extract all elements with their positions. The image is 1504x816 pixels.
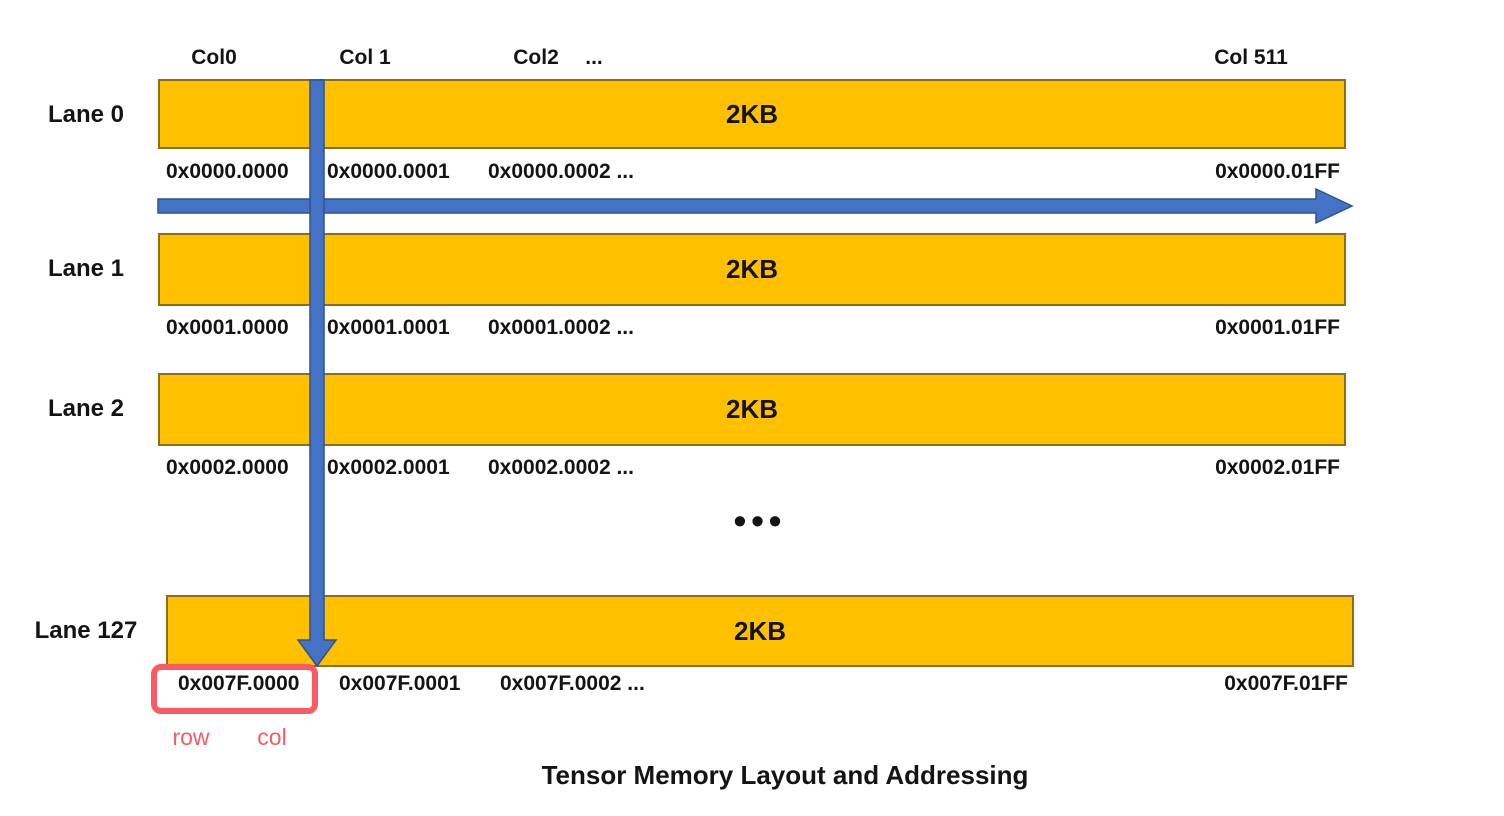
diagram-title: Tensor Memory Layout and Addressing bbox=[541, 760, 1029, 790]
lane-127-addr-1: 0x007F.0001 bbox=[339, 672, 461, 695]
lane-0-size-label: 2KB bbox=[725, 98, 778, 129]
lane-127-addr-0: 0x007F.0000 bbox=[178, 672, 300, 695]
lane-2-bar: 2KB bbox=[158, 373, 1346, 446]
lane-127-addr-2: 0x007F.0002 ... bbox=[500, 672, 645, 695]
col-header-0: Col0 bbox=[191, 46, 237, 69]
lane-1-addr-1: 0x0001.0001 bbox=[327, 316, 450, 339]
col-header-dots: ... bbox=[585, 46, 603, 69]
lane-127-size-label: 2KB bbox=[733, 615, 786, 646]
lane-1-addr-last: 0x0001.01FF bbox=[1215, 316, 1340, 339]
lane-2-addr-2: 0x0002.0002 ... bbox=[488, 456, 634, 479]
lane-0-addr-2: 0x0000.0002 ... bbox=[488, 160, 634, 183]
lane-1-addr-0: 0x0001.0000 bbox=[166, 316, 289, 339]
col-header-511: Col 511 bbox=[1214, 46, 1288, 69]
lane-1-addr-2: 0x0001.0002 ... bbox=[488, 316, 634, 339]
lane-2-addr-last: 0x0002.01FF bbox=[1215, 456, 1340, 479]
lane-127-addr-last: 0x007F.01FF bbox=[1224, 672, 1348, 695]
lanes-ellipsis: ••• bbox=[733, 500, 787, 541]
lane-2-size-label: 2KB bbox=[725, 394, 778, 424]
lane-127-bar: 2KB bbox=[166, 595, 1354, 667]
lane-1-bar: 2KB bbox=[158, 233, 1346, 306]
row-annotation: row bbox=[172, 724, 210, 750]
lane-1-size-label: 2KB bbox=[725, 254, 778, 284]
lane-2-addr-1: 0x0002.0001 bbox=[327, 456, 450, 479]
col-header-2: Col2 bbox=[513, 46, 559, 69]
lane-0-label: Lane 0 bbox=[47, 101, 125, 128]
lane-0-addr-0: 0x0000.0000 bbox=[166, 160, 289, 183]
lane-0-addr-1: 0x0000.0001 bbox=[327, 160, 450, 183]
address-highlight-box bbox=[151, 664, 318, 714]
lane-2-label: Lane 2 bbox=[47, 395, 125, 422]
lane-1-label: Lane 1 bbox=[47, 255, 125, 282]
lane-2-addr-0: 0x0002.0000 bbox=[166, 456, 289, 479]
column-direction-arrow-icon bbox=[157, 187, 1354, 225]
lane-0-addr-last: 0x0000.01FF bbox=[1215, 160, 1340, 183]
lane-127-label: Lane 127 bbox=[34, 617, 138, 644]
col-header-1: Col 1 bbox=[339, 46, 391, 69]
col-annotation: col bbox=[257, 724, 287, 750]
lane-0-bar: 2KB bbox=[158, 79, 1346, 149]
